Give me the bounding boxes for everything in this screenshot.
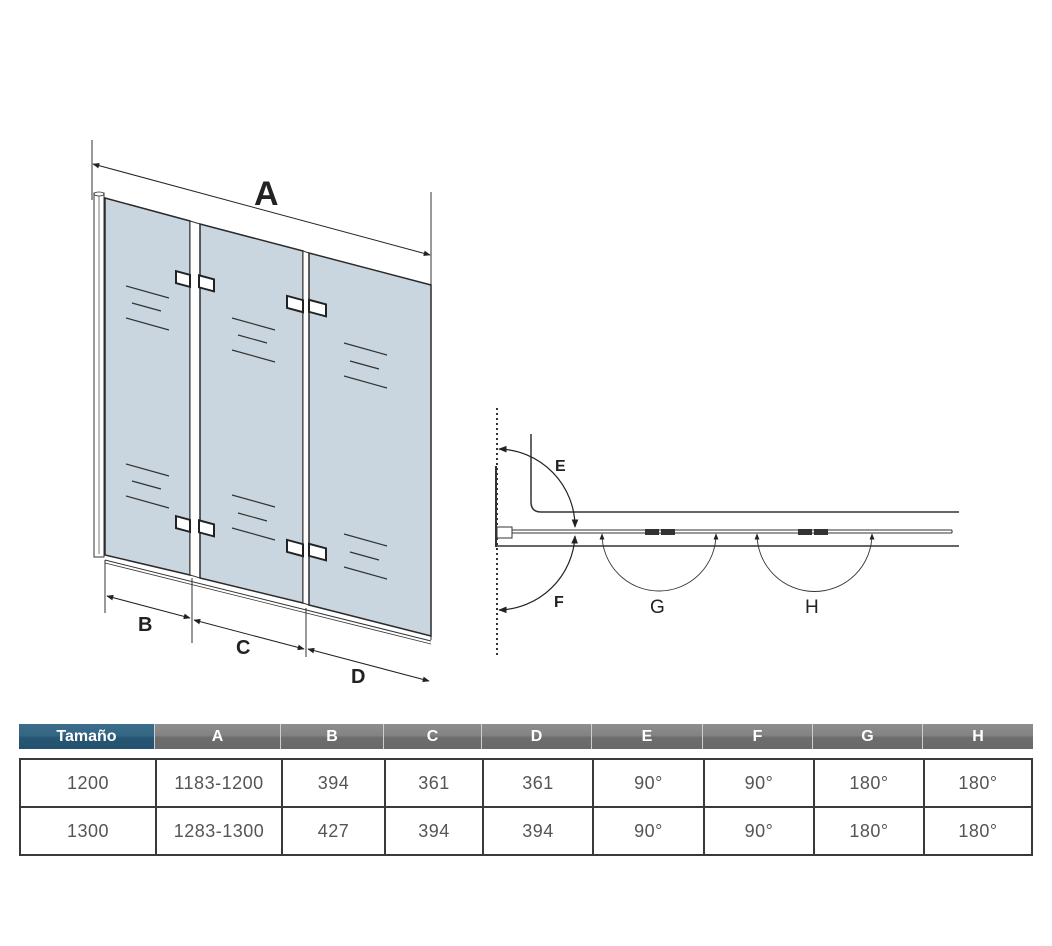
label-b: B — [138, 614, 152, 636]
dimensions-table: Tamaño A B C D E F G H 1200 1183-1200 39… — [19, 724, 1033, 856]
cell-a: 1183-1200 — [157, 760, 283, 806]
label-d: D — [351, 666, 365, 688]
cell-d: 394 — [484, 808, 594, 854]
cell-h: 180° — [958, 772, 998, 793]
angle-f-arc — [498, 535, 578, 614]
header-size: Tamaño — [19, 724, 155, 749]
cell-size: 1200 — [21, 760, 157, 806]
header-e: E — [592, 724, 703, 749]
cell-a: 1283-1300 — [157, 808, 283, 854]
dimension-a-line — [92, 162, 431, 257]
label-h: H — [805, 597, 819, 618]
hinge — [175, 269, 327, 562]
table-body: 1200 1183-1200 394 361 361 90° 90° 180° … — [19, 758, 1033, 856]
cell-g: 180° — [815, 760, 925, 806]
label-a: A — [254, 175, 279, 213]
front-view: A — [91, 140, 432, 688]
header-c: C — [384, 724, 482, 749]
dimension-c-line — [193, 618, 305, 651]
glass-panel-3 — [308, 252, 432, 637]
label-e: E — [555, 458, 566, 475]
cell-e: 90° — [594, 760, 705, 806]
cell-c: 361 — [386, 760, 484, 806]
header-h: H — [923, 724, 1033, 749]
angle-e-arc — [498, 445, 579, 528]
cell-d: 361 — [484, 760, 594, 806]
cell-b: 427 — [283, 808, 386, 854]
cell-g: 180° — [815, 808, 925, 854]
angle-g-arc — [599, 533, 719, 592]
header-g: G — [813, 724, 923, 749]
cell-f: 90° — [705, 808, 815, 854]
label-f: F — [554, 594, 564, 611]
angle-h-arc — [754, 533, 875, 592]
cell-size: 1300 — [21, 808, 157, 854]
dimension-d-line — [307, 647, 430, 683]
header-a: A — [155, 724, 281, 749]
cell-f: 90° — [705, 760, 815, 806]
label-c: C — [236, 637, 250, 659]
header-d: D — [482, 724, 592, 749]
shower-screen-diagram: A — [91, 140, 959, 688]
cell-e: 90° — [594, 808, 705, 854]
table-row: 1200 1183-1200 394 361 361 90° 90° 180° … — [21, 760, 1031, 806]
cell-c: 394 — [386, 808, 484, 854]
table-header: Tamaño A B C D E F G H — [19, 724, 1033, 749]
header-b: B — [281, 724, 384, 749]
cell-h: 180° — [958, 820, 998, 841]
header-f: F — [703, 724, 813, 749]
dimension-b-line — [106, 594, 191, 620]
top-view: E F G H — [495, 408, 959, 655]
label-g: G — [650, 597, 665, 618]
cell-b: 394 — [283, 760, 386, 806]
table-row: 1300 1283-1300 427 394 394 90° 90° 180° … — [21, 806, 1031, 854]
